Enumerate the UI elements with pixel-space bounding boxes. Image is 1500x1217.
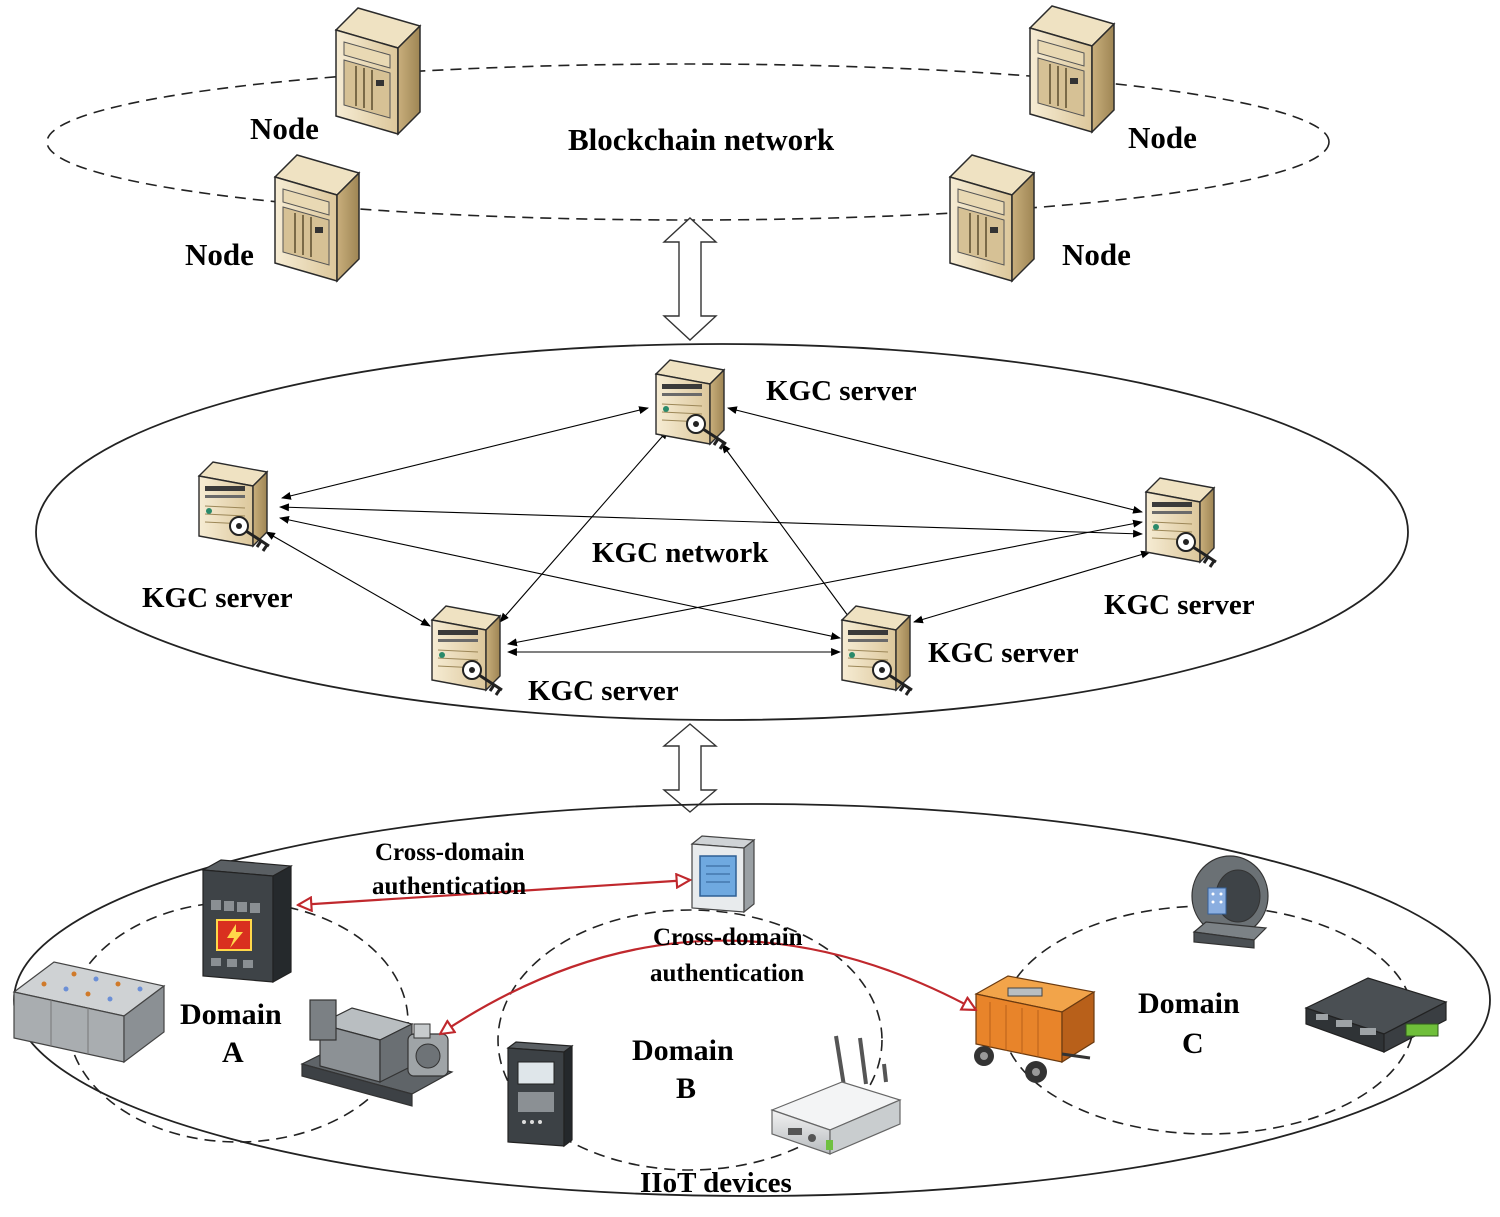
gateway-device-icon bbox=[1304, 977, 1448, 1053]
power-meter-icon bbox=[690, 835, 756, 914]
node-label: Node bbox=[1128, 120, 1197, 155]
kgc-connection-lines bbox=[265, 406, 1151, 656]
node-label: Node bbox=[1062, 237, 1131, 272]
kgc-server-icon bbox=[197, 460, 271, 553]
battery-bank-icon bbox=[12, 961, 166, 1064]
domain-a-letter: A bbox=[222, 1036, 244, 1069]
iiot-devices-label: IIoT devices bbox=[640, 1167, 792, 1199]
cross-domain-label-line2: authentication bbox=[372, 873, 526, 900]
domain-a-label: Domain bbox=[180, 998, 282, 1031]
current-sensor-icon bbox=[1191, 855, 1269, 949]
mobile-generator-trailer-icon bbox=[974, 975, 1096, 1083]
kgc-server-label: KGC server bbox=[142, 582, 293, 614]
domain-b-letter: B bbox=[676, 1072, 696, 1105]
kgc-server-label: KGC server bbox=[528, 675, 679, 707]
kgc-network-label: KGC network bbox=[592, 537, 769, 569]
cross-domain-label-line1: Cross-domain bbox=[375, 839, 525, 866]
domain-c-letter: C bbox=[1182, 1027, 1204, 1060]
kgc-server-label: KGC server bbox=[1104, 589, 1255, 621]
kgc-server-icon bbox=[430, 604, 504, 697]
blockchain-network-label: Blockchain network bbox=[568, 122, 835, 157]
kgc-server-label: KGC server bbox=[766, 375, 917, 407]
node-label: Node bbox=[250, 111, 319, 146]
cross-domain-label-line2: authentication bbox=[650, 960, 804, 987]
domain-c-label: Domain bbox=[1138, 987, 1240, 1020]
kgc-network-ellipse bbox=[35, 343, 1409, 721]
node-server-icon bbox=[949, 154, 1035, 282]
node-server-icon bbox=[1029, 5, 1115, 133]
node-server-icon bbox=[335, 7, 421, 135]
double-arrow-icon bbox=[662, 217, 718, 341]
generator-icon bbox=[300, 999, 454, 1107]
double-arrow-icon bbox=[662, 723, 718, 813]
electrical-cabinet-icon bbox=[200, 859, 294, 984]
node-server-icon bbox=[274, 154, 360, 282]
wireless-router-icon bbox=[770, 1035, 902, 1155]
kgc-server-icon bbox=[1144, 476, 1218, 569]
cross-domain-arrow-a-c bbox=[440, 939, 976, 1034]
node-label: Node bbox=[185, 237, 254, 272]
domain-b-label: Domain bbox=[632, 1034, 734, 1067]
kgc-server-icon bbox=[840, 604, 914, 697]
wall-meter-icon bbox=[506, 1041, 574, 1148]
kgc-server-label: KGC server bbox=[928, 637, 1079, 669]
cross-domain-arrow-a-b bbox=[298, 880, 690, 905]
kgc-server-icon bbox=[654, 358, 728, 451]
cross-domain-label-line1: Cross-domain bbox=[653, 924, 803, 951]
